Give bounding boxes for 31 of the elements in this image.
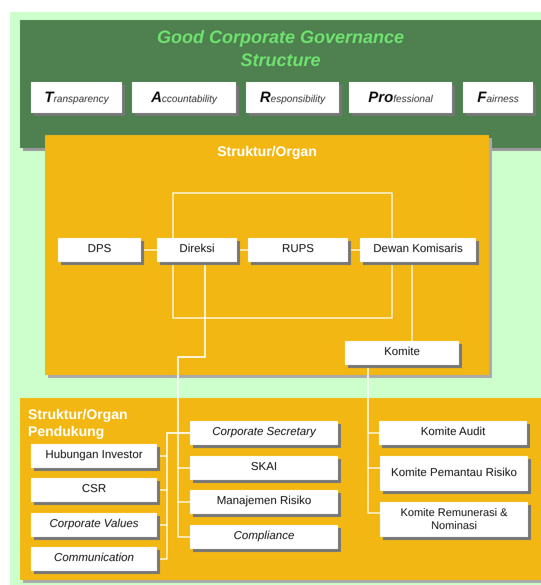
committee-box: Komite Audit bbox=[379, 421, 527, 445]
unit-box: Compliance bbox=[190, 525, 338, 549]
organ-box: RUPS bbox=[248, 238, 348, 262]
unit-box: Corporate Secretary bbox=[190, 421, 338, 445]
unit-box: Hubungan Investor bbox=[31, 444, 157, 468]
banner-title: Good Corporate Governance Structure bbox=[156, 26, 406, 72]
unit-box: Corporate Values bbox=[31, 513, 157, 537]
organ-panel bbox=[45, 135, 489, 375]
organ-box: Komite bbox=[345, 341, 459, 365]
principle-box: Transparency bbox=[31, 82, 122, 113]
organ-box: Direksi bbox=[157, 238, 237, 262]
unit-box: CSR bbox=[31, 478, 157, 502]
panel-title: Struktur/Organ Pendukung bbox=[28, 406, 129, 440]
principle-box: Fairness bbox=[463, 82, 533, 113]
support-panel bbox=[20, 398, 541, 580]
unit-box: Communication bbox=[31, 547, 157, 571]
committee-box: Komite Remunerasi & Nominasi bbox=[380, 502, 528, 537]
connector-line bbox=[172, 262, 393, 319]
unit-box: Manajemen Risiko bbox=[190, 490, 338, 514]
connector-line bbox=[411, 262, 413, 341]
panel-title: Struktur/Organ bbox=[216, 143, 318, 160]
principle-box: Professional bbox=[349, 82, 452, 113]
organ-box: Dewan Komisaris bbox=[360, 238, 476, 262]
organ-box: DPS bbox=[58, 238, 141, 262]
committee-box: Komite Pemantau Risiko bbox=[380, 456, 528, 491]
connector-line bbox=[157, 432, 190, 560]
principle-box: Responsibility bbox=[246, 82, 339, 113]
principle-box: Accountability bbox=[132, 82, 236, 113]
connector-line bbox=[172, 192, 393, 238]
unit-box: SKAI bbox=[190, 456, 338, 480]
connector-line bbox=[367, 365, 380, 514]
